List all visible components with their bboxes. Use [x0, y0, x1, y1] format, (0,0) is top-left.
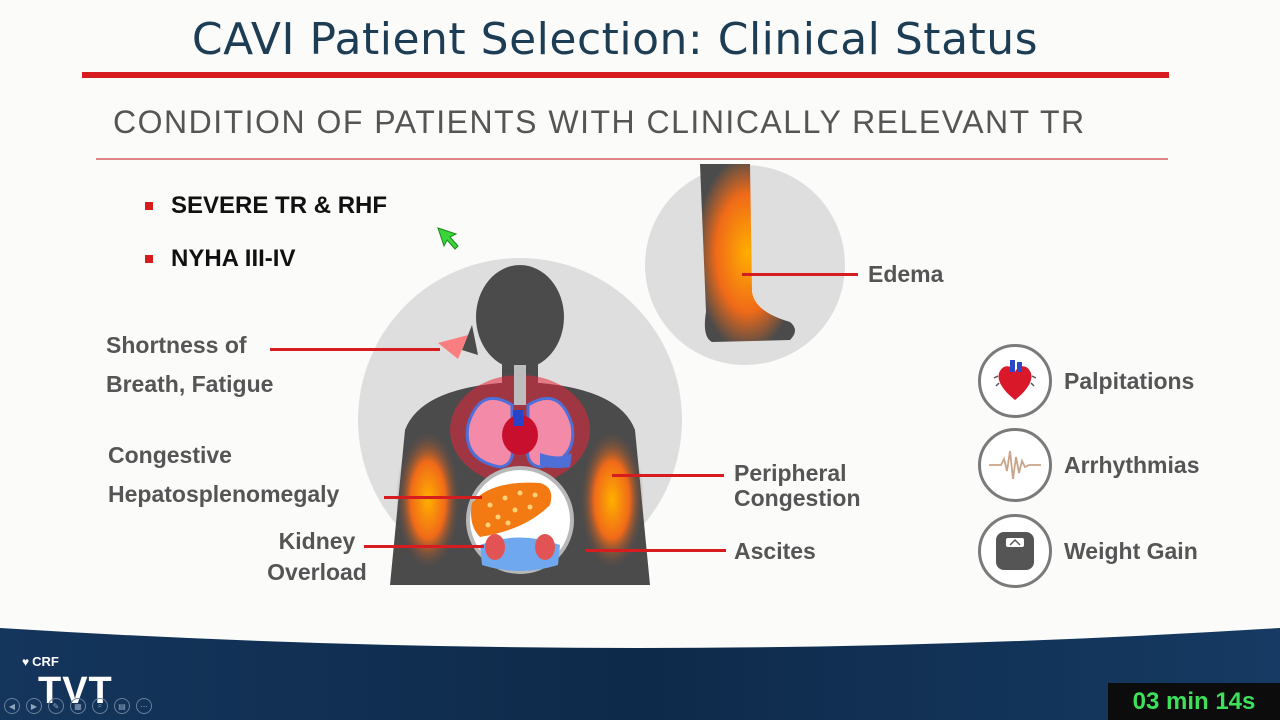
slides-grid-icon[interactable]: ▦	[70, 698, 86, 714]
symptom-label: Arrhythmias	[1064, 451, 1200, 478]
symptom-arrhythmias: Arrhythmias	[978, 428, 1199, 502]
crf-logo: ♥ CRF	[22, 654, 59, 669]
title-divider	[82, 72, 1169, 78]
next-slide-icon[interactable]: ▶	[26, 698, 42, 714]
label-ascites: Ascites	[734, 538, 816, 564]
label-line: Hepatosplenomegaly	[108, 481, 340, 508]
label-kidney-overload: Kidney Overload	[258, 528, 376, 586]
callout-line	[364, 545, 484, 548]
slide-title: CAVI Patient Selection: Clinical Status	[191, 14, 1039, 65]
callout-line	[742, 273, 858, 276]
label-line: Shortness of	[106, 332, 247, 358]
heart-logo-icon: ♥	[22, 654, 30, 669]
label-line: Overload	[267, 559, 367, 586]
scale-icon	[978, 514, 1052, 588]
label-line: Breath, Fatigue	[106, 371, 274, 398]
symptom-label: Weight Gain	[1064, 537, 1198, 564]
label-line: Peripheral	[734, 460, 847, 486]
ecg-waveform-icon	[978, 428, 1052, 502]
heart-icon	[978, 344, 1052, 418]
label-shortness-of-breath: Shortness of Breath, Fatigue	[106, 332, 274, 398]
callout-line	[612, 474, 724, 477]
label-line: Congestive	[108, 442, 232, 468]
logo-small-text: CRF	[32, 654, 59, 669]
presentation-controls: ◀ ▶ ✎ ▦ ⌕ ▤ ⋯	[4, 698, 152, 714]
zoom-icon[interactable]: ⌕	[92, 698, 108, 714]
body-illustration	[358, 258, 682, 585]
label-line: Congestion	[734, 485, 861, 512]
bullet-square-icon	[145, 255, 153, 263]
bullet-item: NYHA III-IV	[145, 245, 295, 273]
bullet-text: SEVERE TR & RHF	[171, 192, 388, 219]
slide-subtitle: CONDITION OF PATIENTS WITH CLINICALLY RE…	[113, 104, 1086, 140]
label-edema: Edema	[868, 261, 944, 287]
more-options-icon[interactable]: ⋯	[136, 698, 152, 714]
label-peripheral-congestion: Peripheral Congestion	[734, 460, 861, 512]
pen-icon[interactable]: ✎	[48, 698, 64, 714]
countdown-timer: 03 min 14s	[1108, 683, 1280, 720]
previous-slide-icon[interactable]: ◀	[4, 698, 20, 714]
cursor-arrow-icon	[437, 227, 459, 250]
symptom-label: Palpitations	[1064, 367, 1195, 394]
label-hepatosplenomegaly: Congestive Hepatosplenomegaly	[108, 442, 340, 508]
leg-illustration	[645, 164, 845, 365]
symptom-palpitations: Palpitations	[978, 344, 1194, 418]
callout-line	[586, 549, 726, 552]
subtitles-icon[interactable]: ▤	[114, 698, 130, 714]
bullet-text: NYHA III-IV	[171, 245, 296, 272]
bullet-square-icon	[145, 202, 153, 210]
callout-line	[384, 496, 482, 499]
subtitle-divider	[96, 158, 1168, 160]
symptom-weight-gain: Weight Gain	[978, 514, 1198, 588]
bullet-item: SEVERE TR & RHF	[145, 192, 387, 220]
label-line: Kidney	[278, 528, 356, 554]
footer-band	[0, 628, 1280, 720]
callout-line	[270, 348, 440, 351]
